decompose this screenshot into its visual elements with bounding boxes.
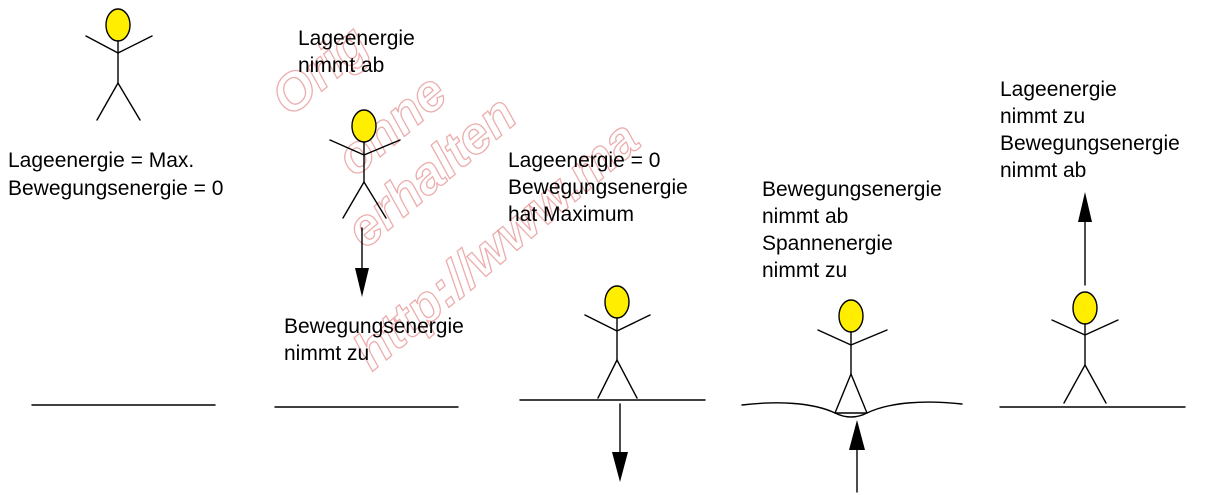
arrow-head <box>849 420 865 450</box>
down-arrow <box>612 403 628 482</box>
figure-head <box>105 8 131 42</box>
panel-1-line-1: Lageenergie = Max. <box>8 149 194 172</box>
figure-arms <box>584 314 651 332</box>
panel-4-line-4: nimmt zu <box>762 259 847 282</box>
stick-figure <box>85 8 153 121</box>
stretched-trampoline <box>741 401 963 418</box>
figure-arms <box>85 35 153 54</box>
panel-3-line-2: Bewegungsenergie <box>508 176 688 199</box>
stick-figure <box>1051 291 1119 404</box>
panel-2-line-4: nimmt zu <box>284 342 369 365</box>
panel-1-line-2: Bewegungsenergie = 0 <box>8 177 223 200</box>
panel-5: Lageenergie nimmt zu Bewegungsenergie ni… <box>999 78 1186 408</box>
panel-1: Lageenergie = Max. Bewegungsenergie = 0 <box>8 8 223 406</box>
arrow-head <box>355 268 369 297</box>
figure-legs <box>597 359 638 399</box>
figure-legs <box>1063 364 1107 404</box>
panel-2: Lageenergie nimmt ab Bewegungsenergie ni… <box>274 27 464 408</box>
figure-arms <box>329 139 401 156</box>
panel-2-line-2: nimmt ab <box>298 54 384 77</box>
panel-3-line-1: Lageenergie = 0 <box>508 149 660 172</box>
figure-legs <box>96 82 141 121</box>
arrow-head <box>612 452 628 482</box>
panel-4: Bewegungsenergie nimmt ab Spannenergie n… <box>741 178 963 493</box>
figure-head <box>1072 291 1098 325</box>
stick-figure <box>817 299 888 414</box>
panel-4-line-1: Bewegungsenergie <box>762 178 942 201</box>
up-arrow <box>1078 192 1092 286</box>
figure-legs <box>834 373 868 414</box>
panel-4-line-3: Spannenergie <box>762 232 893 255</box>
panel-5-line-4: nimmt ab <box>1000 159 1086 182</box>
panel-2-line-3: Bewegungsenergie <box>284 315 464 338</box>
panel-4-line-2: nimmt ab <box>762 205 848 228</box>
figure-legs <box>342 181 387 219</box>
stick-figure <box>584 285 651 399</box>
figure-head <box>838 299 864 333</box>
figure-arms <box>1051 319 1119 336</box>
figure-head <box>351 109 377 143</box>
panel-2-line-1: Lageenergie <box>298 27 415 50</box>
panel-5-line-2: nimmt zu <box>1000 105 1085 128</box>
panel-5-line-1: Lageenergie <box>1000 78 1117 101</box>
arrow-head <box>1078 192 1092 222</box>
figure-arms <box>817 329 888 346</box>
figure-head <box>604 285 630 319</box>
stick-figure <box>329 109 401 219</box>
panel-3-line-3: hat Maximum <box>508 203 634 226</box>
panel-5-line-3: Bewegungsenergie <box>1000 132 1180 155</box>
down-arrow <box>355 227 369 297</box>
up-arrow <box>849 420 865 493</box>
panel-3: Lageenergie = 0 Bewegungsenergie hat Max… <box>508 149 706 482</box>
